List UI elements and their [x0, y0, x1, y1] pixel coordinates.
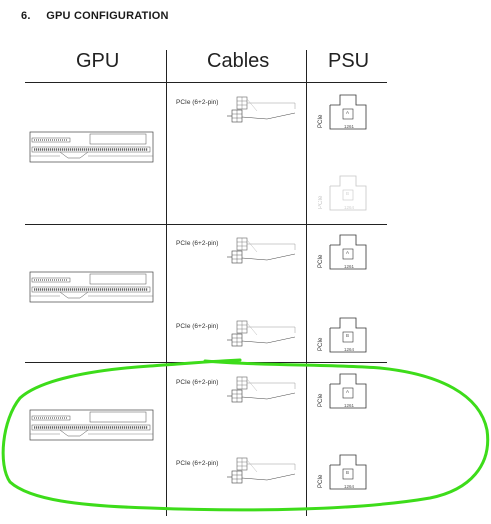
cable-row2-top [226, 237, 296, 264]
header-rule [25, 82, 387, 83]
cable-row3-top [226, 376, 296, 403]
psu-letter-row1-top: A [346, 110, 350, 115]
cable-label-row2-bottom: PCIe (6+2-pin) [176, 323, 219, 330]
gpu-card-row1 [28, 130, 155, 164]
column-header-cables: Cables [207, 50, 270, 72]
psu-model-row3-top: 1261 [344, 403, 355, 408]
psu-model-row1-bottom: 1264 [344, 205, 355, 210]
cable-label-row3-bottom: PCIe (6+2-pin) [176, 460, 219, 467]
section-number: 6. [21, 10, 31, 22]
psu-model-row3-bottom: 1264 [344, 484, 355, 489]
section-heading: GPU CONFIGURATION [46, 10, 169, 22]
cable-row2-bottom [226, 320, 296, 347]
psu-label-row2-top: PCIe [318, 254, 324, 268]
psu-label-row2-bottom: PCIe [318, 337, 324, 351]
psu-model-row2-top: 1261 [344, 264, 355, 269]
psu-label-row1-top: PCIe [318, 114, 324, 128]
gpu-card-row3 [28, 408, 155, 442]
psu-letter-row1-bottom: B [346, 191, 350, 196]
section-title: 6. GPU CONFIGURATION [21, 10, 169, 22]
psu-label-row3-top: PCIe [318, 393, 324, 407]
cable-label-row1: PCIe (6+2-pin) [176, 99, 219, 106]
column-divider-cables-psu [306, 50, 307, 516]
psu-letter-row2-top: A [346, 250, 350, 255]
gpu-card-row2 [28, 270, 155, 304]
highlight-ellipse [1, 358, 490, 512]
cable-row1 [226, 96, 296, 123]
psu-model-row1-top: 1261 [344, 124, 355, 129]
column-divider-gpu-cables [166, 50, 167, 516]
psu-letter-row3-bottom: B [346, 470, 350, 475]
column-header-psu: PSU [328, 50, 370, 72]
psu-model-row2-bottom: 1264 [344, 347, 355, 352]
psu-label-row1-bottom: PCIe [318, 195, 324, 209]
column-header-gpu: GPU [76, 50, 120, 72]
cable-label-row3-top: PCIe (6+2-pin) [176, 379, 219, 386]
psu-label-row3-bottom: PCIe [318, 474, 324, 488]
cable-label-row2-top: PCIe (6+2-pin) [176, 240, 219, 247]
cable-row3-bottom [226, 457, 296, 484]
psu-letter-row3-top: A [346, 389, 350, 394]
psu-letter-row2-bottom: B [346, 333, 350, 338]
row-divider-1 [25, 224, 387, 225]
